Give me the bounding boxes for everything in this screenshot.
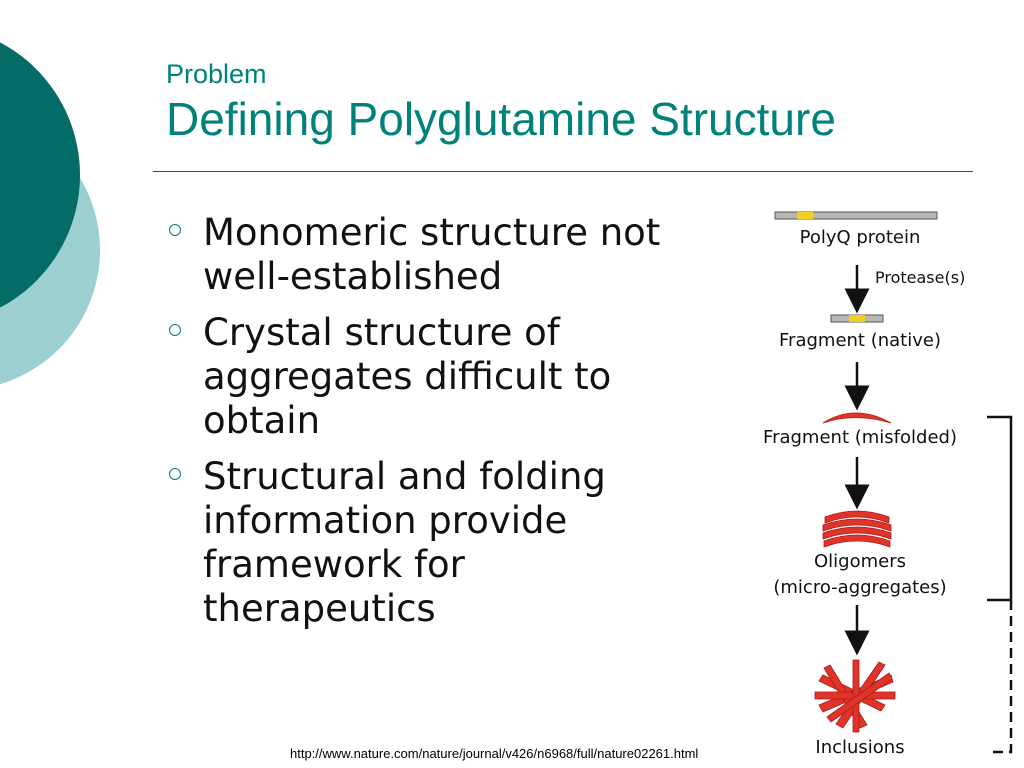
oligomers-icon xyxy=(822,510,892,548)
step-label-inclusions: Inclusions xyxy=(815,737,905,758)
misfolded-fragment-icon xyxy=(822,412,892,424)
inclusions-icon xyxy=(814,659,896,733)
protease-label: Protease(s) xyxy=(875,268,966,287)
decorative-circles xyxy=(0,42,100,385)
bullet-text: Monomeric structure not well-established xyxy=(203,211,661,298)
bullet-text: Crystal structure of aggregates difficul… xyxy=(203,311,612,442)
polyq-pathway-diagram: PolyQ protein Protease(s) Fragment (nati… xyxy=(735,205,1024,768)
bullet-circle-icon xyxy=(169,224,181,236)
slide-title: Defining Polyglutamine Structure xyxy=(166,93,836,145)
solid-bracket xyxy=(987,415,1013,602)
bullet-circle-icon xyxy=(169,324,181,336)
step-label-micro-aggregates: (micro-aggregates) xyxy=(773,577,947,598)
bullet-circle-icon xyxy=(169,468,181,480)
bullet-list: Monomeric structure not well-established… xyxy=(166,211,726,643)
bullet-item: Crystal structure of aggregates difficul… xyxy=(166,311,726,443)
step-label-native-fragment: Fragment (native) xyxy=(779,330,941,351)
slide-subtitle: Problem xyxy=(166,59,267,89)
bullet-text: Structural and folding information provi… xyxy=(203,455,606,630)
step-label-oligomers: Oligomers xyxy=(814,551,906,572)
dark-teal-circle xyxy=(0,42,80,308)
step-label-polyq-protein: PolyQ protein xyxy=(799,227,921,248)
slide-header: Problem Defining Polyglutamine Structure xyxy=(166,58,836,146)
native-fragment-bar-icon xyxy=(830,314,884,323)
bullet-item: Structural and folding information provi… xyxy=(166,455,726,631)
dashed-bracket xyxy=(987,600,1013,754)
title-divider xyxy=(153,171,973,172)
polyq-protein-bar-icon xyxy=(774,211,938,220)
source-link[interactable]: http://www.nature.com/nature/journal/v42… xyxy=(290,746,699,761)
step-label-misfolded-fragment: Fragment (misfolded) xyxy=(763,427,957,448)
bullet-item: Monomeric structure not well-established xyxy=(166,211,726,299)
